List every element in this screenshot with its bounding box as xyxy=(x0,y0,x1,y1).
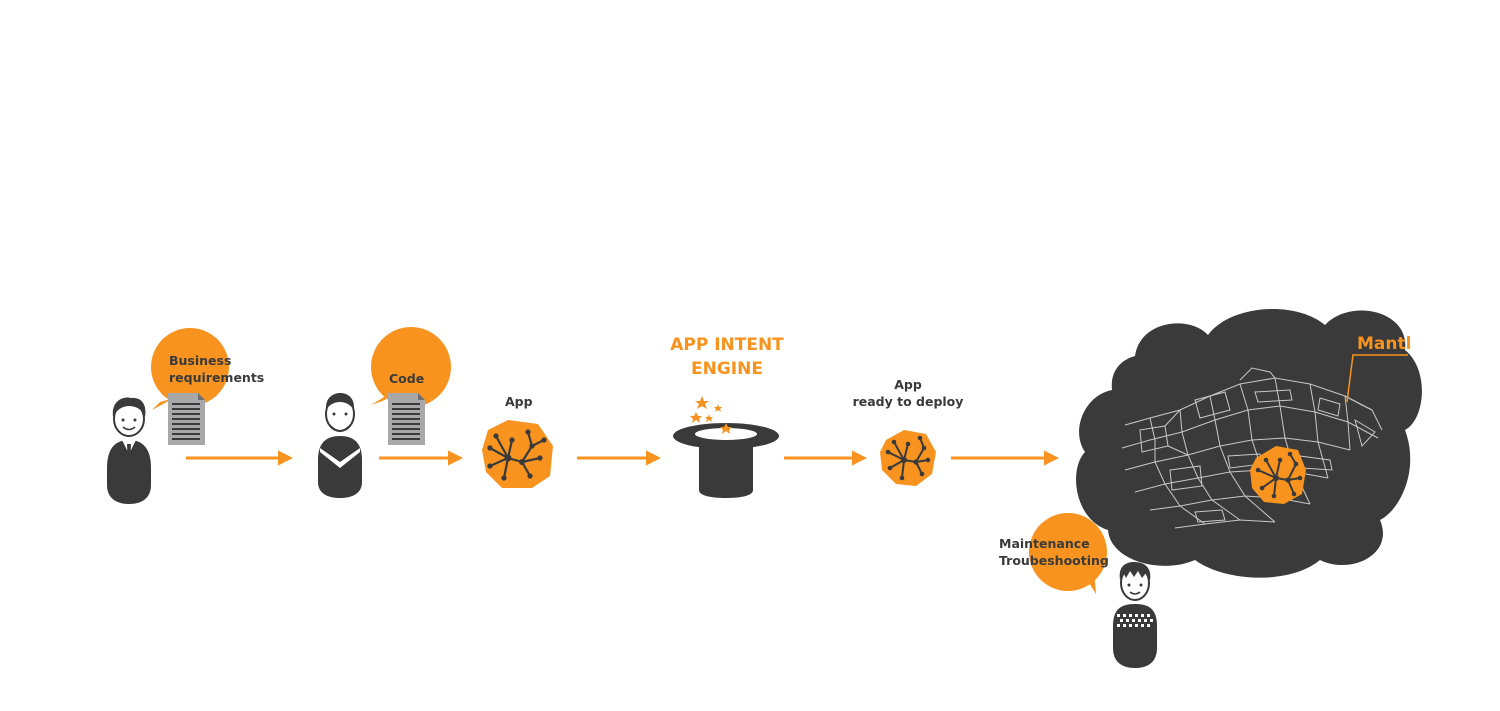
app-label-text: App xyxy=(505,394,533,409)
business-label-line1: Business xyxy=(169,353,232,368)
app-network-icon xyxy=(482,420,553,488)
ready-label-line2: ready to deploy xyxy=(852,394,964,409)
cloud-icon xyxy=(1076,308,1422,578)
maintenance-label-line1: Maintenance xyxy=(999,536,1090,551)
code-label: Code xyxy=(389,370,424,387)
maintenance-label: Maintenance Troubeshooting xyxy=(999,535,1109,569)
magic-hat-icon xyxy=(673,396,779,498)
operator-person-icon xyxy=(1113,562,1157,668)
document-icon xyxy=(168,393,205,445)
code-bubble xyxy=(371,327,451,407)
document-icon xyxy=(388,393,425,445)
mantl-label-text: Mantl xyxy=(1357,334,1412,354)
maintenance-bubble xyxy=(1029,513,1107,594)
mantl-callout-line xyxy=(1346,354,1408,403)
app-ready-label: App ready to deploy xyxy=(848,376,968,410)
developer-person-icon xyxy=(318,393,362,498)
app-network-icon xyxy=(1250,446,1306,504)
code-label-text: Code xyxy=(389,371,425,386)
mantl-label: Mantl xyxy=(1357,332,1411,356)
ready-label-line1: App xyxy=(894,377,922,392)
app-intent-engine-title: APP INTENT ENGINE xyxy=(652,333,802,381)
business-requirements-label: Business requirements xyxy=(169,352,264,386)
engine-title-line2: ENGINE xyxy=(691,359,763,379)
business-label-line2: requirements xyxy=(169,370,265,385)
business-person-icon xyxy=(107,397,151,504)
maintenance-label-line2: Troubeshooting xyxy=(999,553,1109,568)
app-network-icon xyxy=(880,430,936,486)
engine-title-line1: APP INTENT xyxy=(670,335,784,355)
app-label: App xyxy=(505,393,533,410)
